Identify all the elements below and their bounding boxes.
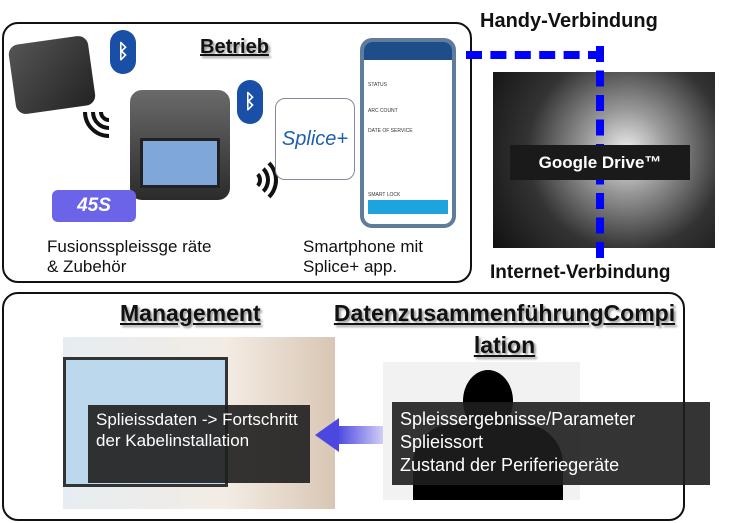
compilation-item: Spleissergebnisse/Parameter xyxy=(400,409,636,429)
mobile-link-line xyxy=(466,51,604,59)
splice-plus-logo: Splice+ xyxy=(275,98,355,180)
phone-date-label: DATE OF SERVICE xyxy=(368,128,413,134)
model-badge: 45S xyxy=(52,190,136,222)
management-text: Splieissdaten -> Fortschritt der Kabelin… xyxy=(88,405,310,483)
smartphone: STATUS ARC COUNT DATE OF SERVICE SMART L… xyxy=(360,38,456,228)
wireless-signal-icon xyxy=(72,75,146,149)
compilation-item: Zustand der Periferiegeräte xyxy=(400,455,620,475)
cloud-storage-label: Google Drive™ xyxy=(510,145,690,180)
phone-status-label: STATUS xyxy=(368,82,387,88)
wireless-signal-icon xyxy=(226,145,278,215)
compilation-list: Spleissergebnisse/Parameter Splieissort … xyxy=(392,402,710,485)
bluetooth-icon: ᛒ xyxy=(110,30,136,74)
phone-smart-lock-label: SMART LOCK xyxy=(368,192,401,198)
management-title: Management xyxy=(120,300,261,326)
phone-arc-count-label: ARC COUNT xyxy=(368,108,398,114)
arrow-left-icon xyxy=(315,418,385,452)
compilation-item: Splieissort xyxy=(400,432,484,452)
mobile-connection-label: Handy-Verbindung xyxy=(480,10,658,32)
operation-panel xyxy=(2,22,472,283)
splicer-caption: Fusionsspleissge räte & Zubehör xyxy=(47,237,212,276)
fusion-splicer-image xyxy=(130,90,230,200)
operation-title: Betrieb xyxy=(200,36,269,58)
internet-connection-label: Internet-Verbindung xyxy=(490,262,671,283)
bluetooth-icon: ᛒ xyxy=(237,80,263,124)
phone-caption: Smartphone mit Splice+ app. xyxy=(303,237,423,276)
compilation-title: DatenzusammenführungCompilation xyxy=(333,300,676,358)
